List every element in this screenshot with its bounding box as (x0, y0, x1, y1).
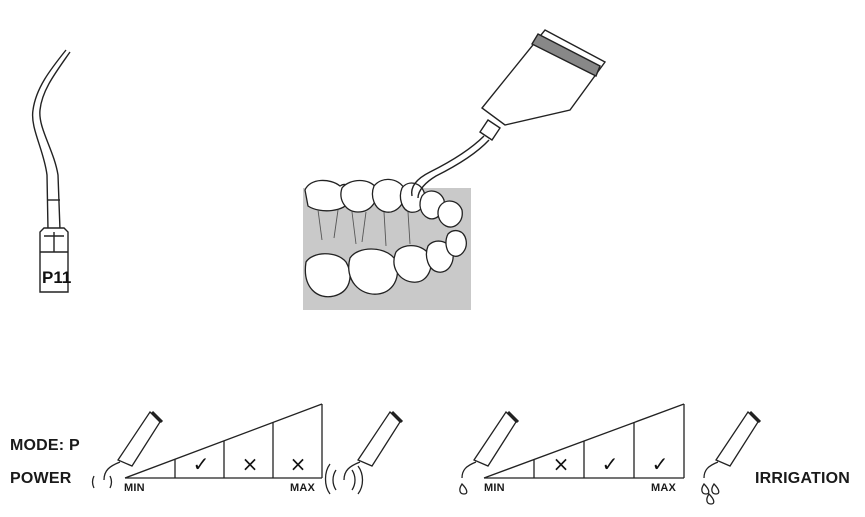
tip-name-label: P11 (42, 268, 72, 287)
power-max-label: MAX (290, 482, 316, 494)
handpiece-drawing (411, 29, 607, 199)
power-setting-mid: × (241, 452, 259, 476)
irrigation-min-label: MIN (484, 482, 505, 494)
irrigation-setting-low: × (552, 452, 570, 476)
power-setting-high: × (289, 452, 307, 476)
power-min-label: MIN (124, 482, 145, 494)
irrigation-label: IRRIGATION (755, 470, 851, 487)
irrigation-setting-high: ✓ (651, 452, 669, 476)
teeth-illustration (303, 178, 471, 310)
irrigation-ramp (483, 403, 685, 479)
power-max-handpiece (324, 410, 404, 495)
mode-label: MODE: P (10, 437, 80, 454)
scaler-tip-drawing (31, 49, 71, 293)
power-min-handpiece (91, 410, 164, 489)
power-setting-low: ✓ (192, 452, 210, 476)
power-ramp (124, 403, 323, 479)
irrigation-max-label: MAX (651, 482, 677, 494)
irrigation-setting-mid: ✓ (601, 452, 619, 476)
irrigation-max-handpiece (701, 410, 762, 505)
irrigation-min-handpiece (459, 410, 520, 495)
power-label: POWER (10, 470, 72, 487)
